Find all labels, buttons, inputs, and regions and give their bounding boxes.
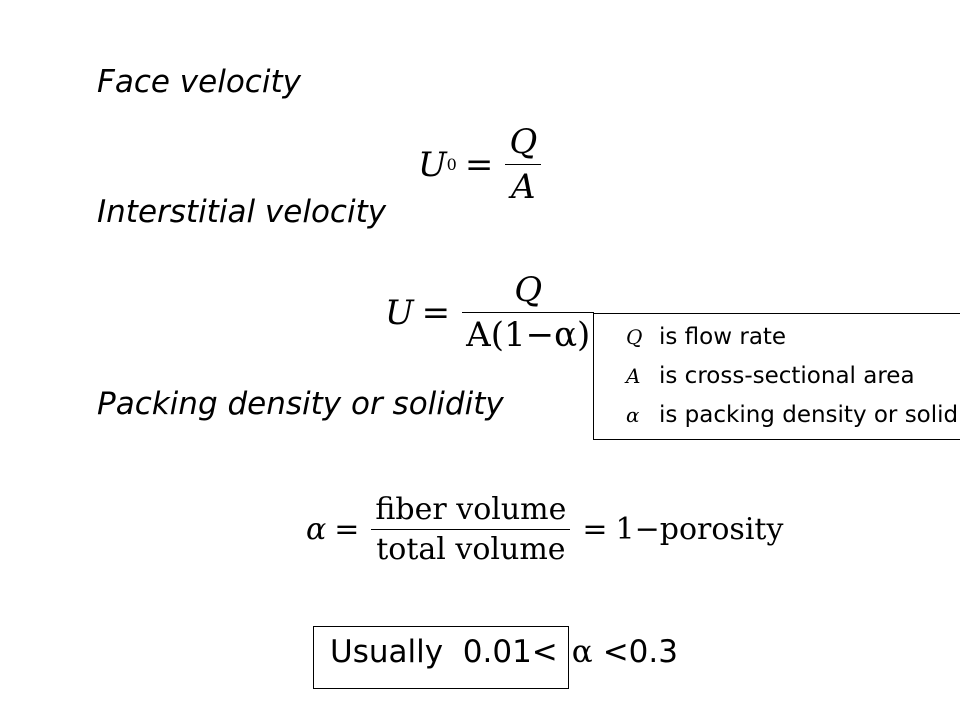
eq-solid-lhs: α	[306, 512, 327, 547]
eq-inter-fraction-bar	[462, 312, 595, 313]
legend-item: A is cross-sectional area	[594, 361, 915, 391]
usual-range-note: Usually 0.01< α<0.3	[330, 634, 678, 670]
eq-inter-numerator: Q	[514, 270, 543, 310]
legend-text: is packing density or solidity	[659, 402, 960, 428]
usual-range-box	[313, 626, 569, 689]
variable-legend-box: Q is flow rate A is cross-sectional area…	[593, 313, 960, 440]
eq-solid-numerator: fiber volume	[375, 492, 567, 527]
heading-face-velocity: Face velocity	[97, 64, 301, 100]
usual-range-suffix: <0.3	[602, 634, 678, 670]
eq-inter-denominator: A(1−α)	[466, 315, 591, 355]
eq-face-denominator: A	[511, 167, 536, 207]
eq-solid-fraction: fiber volume total volume	[371, 492, 571, 567]
legend-text: is cross-sectional area	[659, 363, 915, 389]
eq-face-equals: =	[464, 144, 494, 185]
eq-face-lhs: U	[418, 144, 447, 185]
legend-symbol: Q	[626, 325, 643, 349]
equation-interstitial-velocity: U = Q A(1−α)	[385, 270, 598, 355]
eq-face-fraction-bar	[505, 164, 542, 165]
eq-solid-equals: =	[334, 512, 360, 547]
eq-inter-fraction: Q A(1−α)	[462, 270, 595, 355]
eq-solid-fraction-bar	[371, 529, 571, 530]
eq-face-numerator: Q	[509, 122, 538, 162]
legend-symbol: A	[626, 364, 641, 388]
legend-symbol: α	[626, 403, 640, 427]
legend-text: is flow rate	[659, 324, 787, 350]
legend-item: α is packing density or solidity	[594, 400, 960, 430]
eq-face-fraction: Q A	[505, 122, 542, 207]
eq-solid-denominator: total volume	[376, 532, 566, 567]
eq-solid-rhs: 1−porosity	[615, 512, 784, 547]
heading-interstitial-velocity: Interstitial velocity	[97, 194, 387, 230]
eq-inter-equals: =	[421, 292, 451, 333]
usual-range-alpha-symbol: α	[571, 634, 593, 670]
legend-item: Q is flow rate	[594, 322, 786, 352]
usual-range-prefix: Usually 0.01<	[330, 634, 558, 670]
eq-face-lhs-subscript: 0	[446, 155, 457, 174]
heading-packing-density: Packing density or solidity	[97, 386, 504, 422]
eq-inter-lhs: U	[385, 292, 414, 333]
equation-solidity: α = fiber volume total volume = 1−porosi…	[306, 492, 783, 567]
eq-solid-equals-2: =	[582, 512, 608, 547]
